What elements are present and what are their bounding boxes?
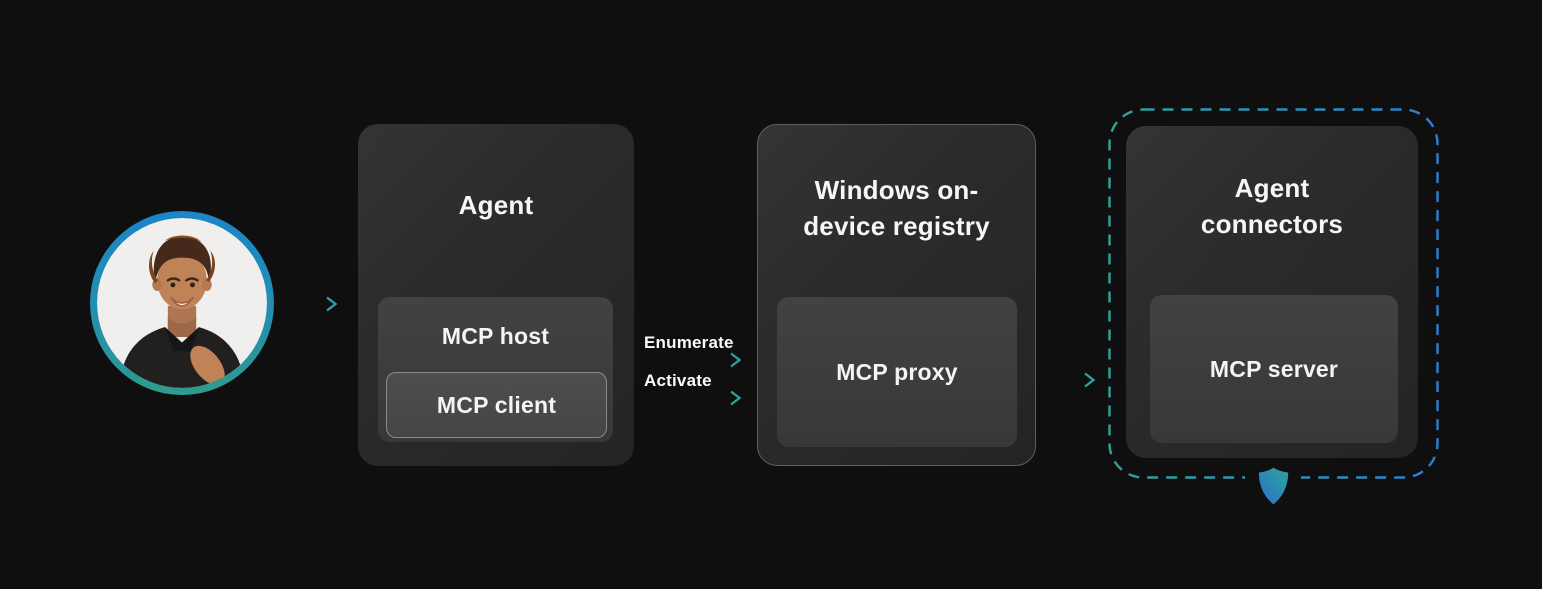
registry-to-connectors-arrow-icon — [1043, 372, 1096, 388]
enumerate-label: Enumerate — [644, 333, 734, 352]
mcp-host-label: MCP host — [441, 323, 550, 349]
activate-label: Activate — [644, 371, 712, 390]
connectors-node: Agent connectors MCP server — [1126, 126, 1418, 458]
activate-arrow-icon — [642, 390, 742, 406]
enumerate-arrow-icon — [642, 352, 742, 368]
mcp-server-label: MCP server — [1209, 355, 1339, 382]
mcp-proxy-box: MCP proxy — [777, 297, 1017, 447]
mcp-server-box: MCP server — [1150, 295, 1398, 443]
connectors-dashed-border — [1108, 108, 1439, 479]
agent-node: Agent MCP host MCP client — [358, 124, 634, 466]
shield-icon — [1258, 467, 1289, 505]
user-avatar — [90, 211, 274, 395]
mcp-proxy-label: MCP proxy — [836, 358, 958, 385]
connectors-title: Agent connectors — [1200, 173, 1344, 239]
person-photo-icon — [97, 218, 267, 388]
agent-title: Agent — [458, 190, 534, 220]
mcp-client-label: MCP client — [436, 391, 557, 418]
registry-node: Windows on-device registry MCP proxy — [757, 124, 1036, 466]
registry-title: Windows on-device registry — [803, 175, 990, 241]
mcp-client-box: MCP client — [386, 372, 607, 438]
mcp-host-box: MCP host MCP client — [378, 297, 613, 442]
user-to-agent-arrow-icon — [287, 296, 338, 312]
